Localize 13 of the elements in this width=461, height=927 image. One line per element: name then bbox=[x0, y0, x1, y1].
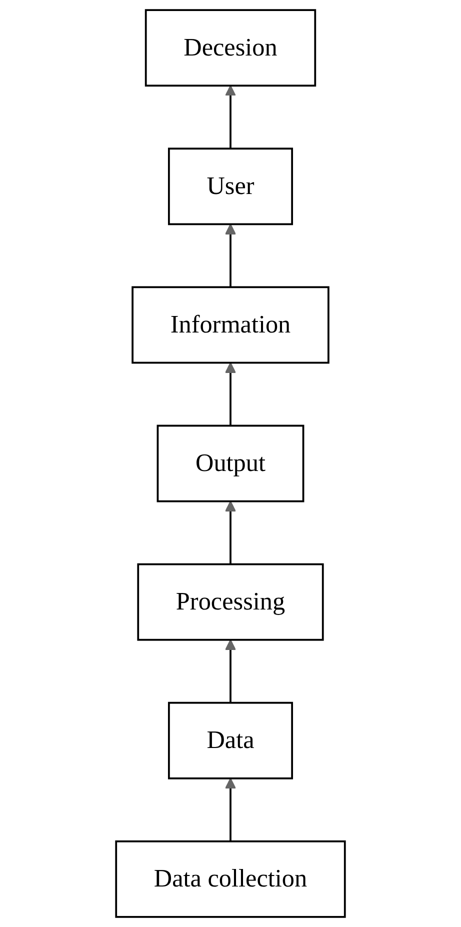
arrow bbox=[224, 362, 236, 426]
arrow bbox=[224, 500, 236, 564]
node-box: Output bbox=[156, 424, 304, 502]
node-box: Information bbox=[132, 286, 330, 364]
arrow bbox=[224, 639, 236, 703]
arrow bbox=[224, 224, 236, 288]
arrow bbox=[224, 85, 236, 149]
node-box: Data bbox=[168, 702, 294, 780]
node-box: Decesion bbox=[144, 9, 316, 87]
node-box: Processing bbox=[137, 563, 324, 641]
node-box: Data collection bbox=[115, 840, 346, 918]
arrow bbox=[224, 778, 236, 842]
node-box: User bbox=[168, 148, 294, 226]
